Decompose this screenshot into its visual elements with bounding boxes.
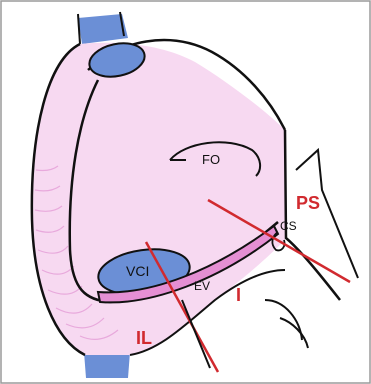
label-cs: CS [280, 219, 297, 233]
label-fo: FO [202, 152, 220, 167]
label-il: IL [136, 328, 152, 348]
label-i: I [236, 285, 241, 305]
lower-fold-2 [280, 318, 308, 348]
label-ps: PS [296, 193, 320, 213]
label-ev: EV [194, 279, 210, 293]
label-vci: VCI [126, 263, 149, 279]
inferior-vessel [84, 352, 130, 378]
